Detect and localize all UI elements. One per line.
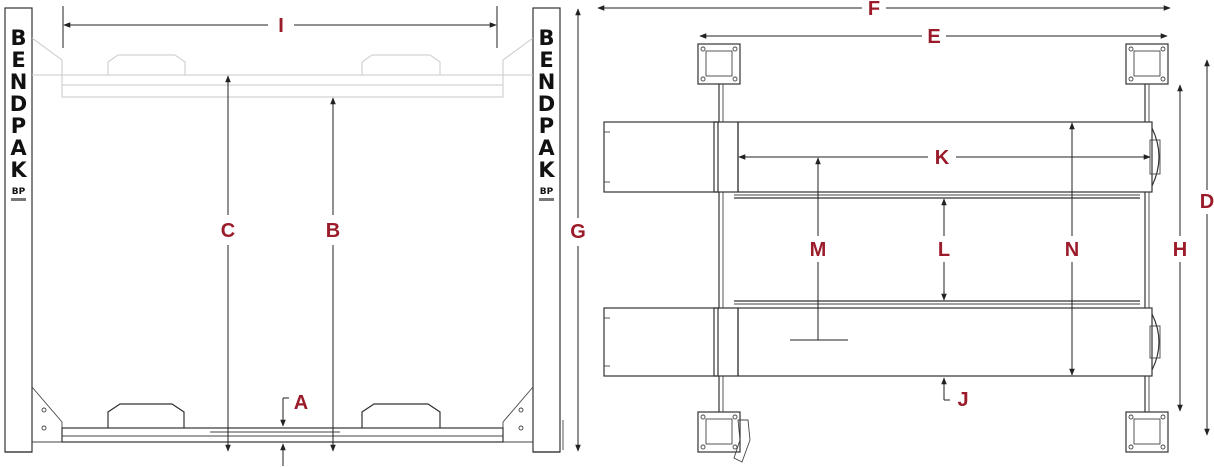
dimension-label-j: J [957,389,968,411]
brand-badge: BP [540,187,554,197]
brand-letter: D [10,92,27,116]
dimension-d: D [1200,59,1214,436]
brand-letter: E [11,48,25,72]
dimension-k: K [738,147,1151,169]
brand-letter: E [539,48,553,72]
dimension-n: N [1065,122,1079,376]
dimension-f: F [597,0,1171,20]
dimension-i: I [62,6,498,48]
dimension-label-m: M [810,239,827,261]
dimension-a: A [280,392,308,466]
dimension-label-b: B [326,220,340,242]
dimension-h: H [1173,84,1187,412]
brand-letter: K [10,158,27,182]
brand-letter: D [538,92,555,116]
post-top-left [697,43,741,122]
post-bottom-left [697,376,751,463]
runway-bottom [603,300,1161,377]
badge-plate [11,198,26,201]
right-column-brand: B E N D P A K BP [538,26,556,201]
lowered-runways [61,403,504,443]
dimension-e: E [699,26,1168,48]
badge-plate [539,198,554,201]
power-unit [733,419,751,463]
runway-top [603,121,1161,199]
brand-letter: P [539,114,554,138]
front-view: B E N D P A K BP B E N [4,6,586,466]
left-top-bracket [31,37,63,76]
dimension-g: G [570,8,586,452]
dimension-j: J [941,377,969,411]
brand-letter: B [10,26,26,50]
brand-letter: K [538,158,555,182]
dimension-label-i: I [278,15,284,37]
dimension-label-h: H [1173,239,1187,261]
dimension-label-k: K [935,147,950,169]
dimension-label-c: C [221,220,235,242]
post-top-right [1125,43,1169,122]
brand-badge: BP [12,187,26,197]
dimension-label-d: D [1200,191,1214,213]
left-bottom-bracket [31,386,63,443]
dimension-b: B [326,97,340,452]
brand-letter: N [538,70,556,94]
dimension-label-g: G [570,221,586,243]
dimension-c: C [221,75,235,452]
right-column: B E N D P A K BP [502,7,564,453]
brand-letter: P [11,114,26,138]
dimension-l: L [938,198,950,301]
raised-runways [61,54,504,98]
dimension-label-f: F [868,0,880,20]
dimension-label-e: E [927,26,940,48]
post-bottom-right [1125,376,1169,453]
dimension-label-a: A [294,392,308,414]
left-column: B E N D P A K BP [4,7,63,453]
brand-letter: B [538,26,554,50]
brand-letter: N [10,70,28,94]
right-bottom-bracket [502,386,534,443]
brand-letter: A [538,136,555,160]
brand-letter: A [10,136,27,160]
dimension-m: M [790,157,848,341]
dimension-label-n: N [1065,239,1079,261]
dimension-label-l: L [938,239,950,261]
right-top-bracket [502,37,534,76]
left-column-brand: B E N D P A K BP [10,26,28,201]
top-view: F E K M L N [597,0,1214,463]
